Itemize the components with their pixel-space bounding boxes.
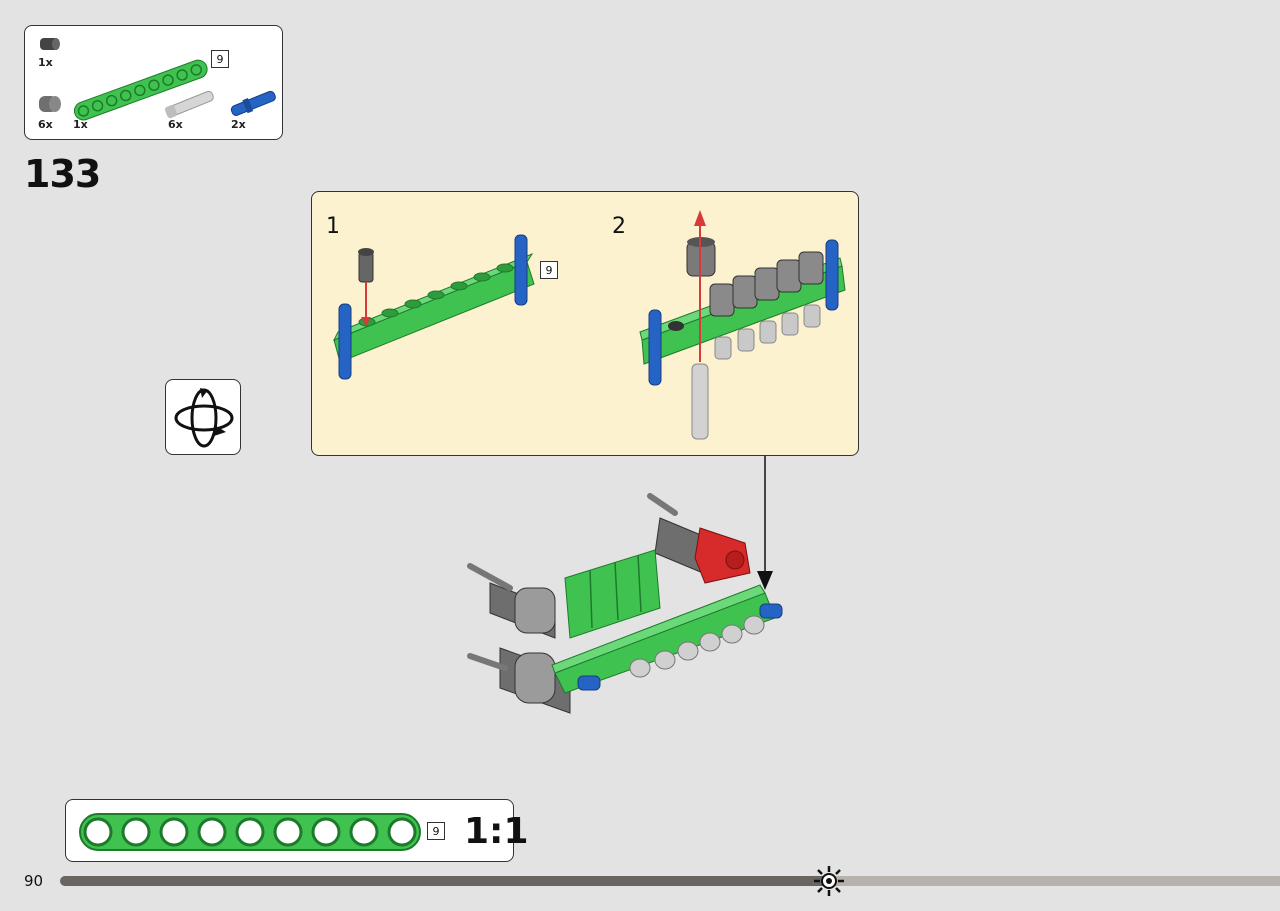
half-bush-part-icon bbox=[39, 96, 61, 112]
rotate-model-box bbox=[165, 379, 241, 455]
parts-qty-label: 1x bbox=[38, 56, 53, 69]
beam-length-badge: 9 bbox=[211, 50, 229, 68]
beam-length-badge: 9 bbox=[540, 261, 558, 279]
parts-qty-label: 6x bbox=[168, 118, 183, 131]
progress-marker-icon bbox=[813, 866, 844, 896]
parts-qty-label: 1x bbox=[73, 118, 88, 131]
step-number: 133 bbox=[24, 152, 101, 196]
parts-qty-label: 6x bbox=[38, 118, 53, 131]
blue-pin-part-icon bbox=[230, 90, 276, 116]
rotate-model-icon bbox=[174, 388, 234, 448]
parts-list-box: 1x 6x 1x 6x 2x 9 bbox=[24, 25, 283, 140]
beam-length-badge: 9 bbox=[427, 822, 445, 840]
parts-list-art bbox=[39, 38, 276, 121]
scale-label: 1:1 bbox=[464, 811, 529, 852]
sub-step-illustration bbox=[332, 210, 846, 440]
parts-qty-label: 2x bbox=[231, 118, 246, 131]
main-model-illustration bbox=[467, 493, 783, 714]
bush-part-icon bbox=[40, 38, 60, 50]
progress-bar bbox=[60, 876, 1280, 886]
scale-callout: 9 bbox=[65, 799, 514, 862]
beam-part-icon bbox=[73, 59, 208, 121]
sub-step-number: 1 bbox=[326, 214, 340, 239]
progress-fill bbox=[60, 876, 829, 886]
sub-step-number: 2 bbox=[612, 214, 626, 239]
axle-pin-part-icon bbox=[164, 90, 214, 119]
beam-scale-illustration bbox=[79, 813, 421, 851]
page-number: 90 bbox=[24, 872, 44, 890]
sub-step-1-beam bbox=[332, 234, 535, 380]
sub-assembly-panel: 1 2 9 bbox=[311, 191, 859, 456]
sub-step-2-beam bbox=[639, 210, 846, 440]
